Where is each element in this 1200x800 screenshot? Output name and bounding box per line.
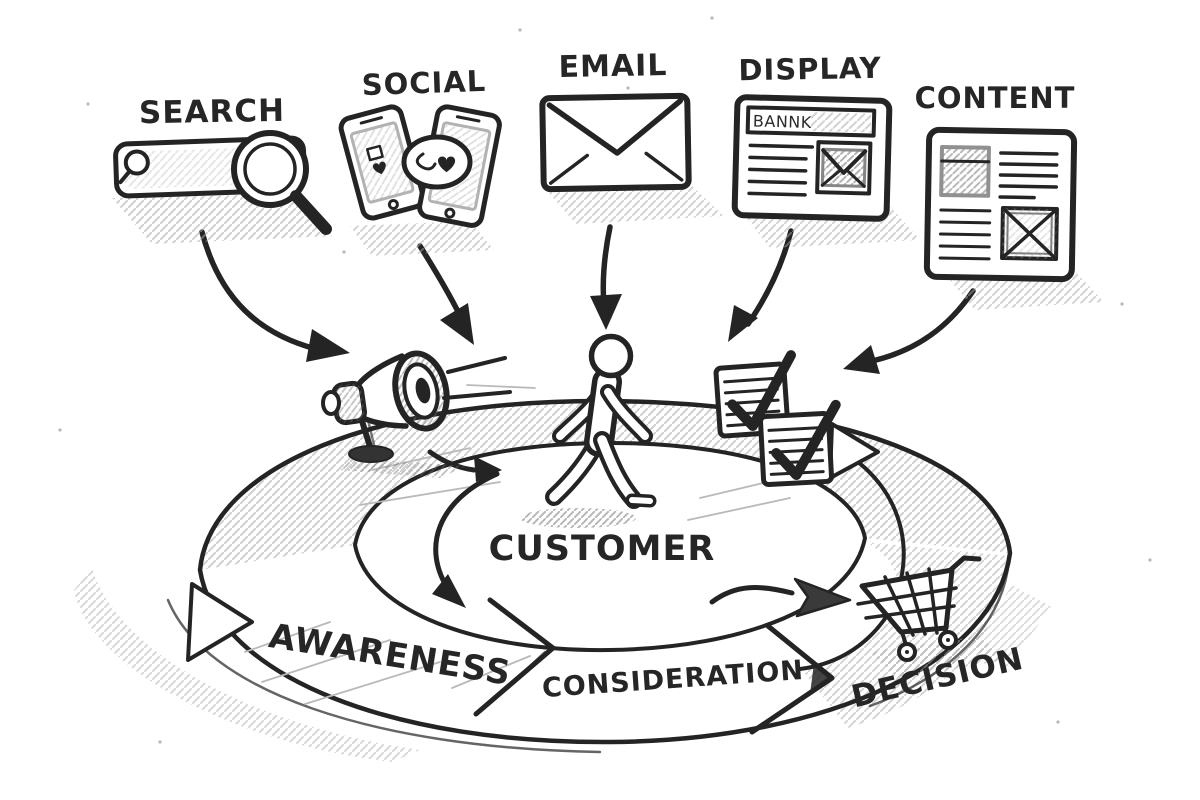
megaphone-forward-arrowhead [474, 456, 502, 482]
channel-label-display: DISPLAY [738, 51, 882, 87]
awareness-curve-arrow [433, 471, 500, 595]
consideration-tip-shade [810, 663, 832, 694]
checkmark-2 [771, 399, 841, 481]
megaphone-forward-arrow [427, 449, 477, 473]
content-channel [923, 126, 1104, 310]
small-magnifier-icon [123, 149, 150, 176]
email-arrowhead [590, 294, 622, 330]
paper-speckles [58, 16, 1152, 744]
inner-flow-arrows [427, 449, 852, 618]
social-channel [338, 104, 502, 256]
article-text-lines-right [998, 151, 1059, 200]
customer-label: CUSTOMER [489, 529, 716, 569]
search-channel [112, 130, 332, 244]
envelope-icon [539, 92, 692, 193]
sound-lines [442, 356, 536, 400]
article-page-icon [923, 126, 1078, 283]
megaphone-knob [321, 390, 341, 416]
inner-ellipse [353, 441, 867, 653]
cart-shadow [870, 636, 1006, 678]
display-channel: BANNK [731, 94, 920, 248]
decision-arrow [709, 585, 795, 605]
ground-shadow-left [74, 568, 420, 762]
email-shadow [548, 186, 724, 224]
search-arrow [199, 229, 319, 352]
person-head [588, 333, 634, 379]
megaphone-icon [321, 350, 536, 478]
checklist-icon [713, 350, 841, 487]
content-arrow [873, 288, 976, 363]
chat-bubble-icon [401, 134, 473, 190]
megaphone-mouth [415, 377, 431, 404]
bubble-heart-icon [438, 156, 456, 173]
social-shadow [350, 221, 494, 256]
checkbox-2 [758, 399, 841, 487]
magnifier-lens [243, 142, 297, 196]
cart-grid [856, 567, 958, 637]
banner-shading [810, 111, 872, 133]
channel-label-social: SOCIAL [361, 64, 487, 102]
email-channel [539, 92, 724, 224]
envelope-flap [546, 98, 684, 156]
social-arrowhead [440, 303, 474, 345]
article-image-block [939, 144, 991, 198]
band-start-notch [186, 582, 254, 662]
megaphone-base [348, 445, 394, 463]
article-text-lines-left [938, 208, 992, 261]
banner-page-icon: BANNK [731, 94, 893, 222]
megaphone-base-shadow [340, 458, 466, 478]
email-arrow [600, 224, 613, 309]
like-heart-icon [372, 161, 386, 175]
ad-envelope-flap [821, 148, 868, 175]
channel-arrows [199, 224, 976, 374]
bubble-scribble [415, 152, 437, 171]
awareness-curve-arrowhead [432, 574, 466, 608]
display-arrowhead [728, 305, 758, 342]
decision-arrowhead [793, 577, 852, 618]
channel-label-content: CONTENT [915, 81, 1076, 115]
crossed-image-x [1000, 206, 1059, 261]
small-magnifier-handle [118, 169, 132, 185]
person-shadow [520, 508, 636, 528]
display-text-lines [747, 143, 815, 197]
banner-text: BANNK [753, 111, 812, 132]
awareness-tip-shade [490, 650, 547, 704]
shopping-cart-icon [856, 555, 1006, 678]
magnifier-handle [290, 190, 332, 235]
channel-label-email: EMAIL [558, 48, 667, 85]
checkmark-1 [727, 350, 796, 432]
content-arrowhead [843, 345, 880, 374]
search-arrowhead [306, 329, 350, 362]
phone-left-icon [338, 104, 426, 221]
walking-person-icon [520, 333, 657, 528]
channel-label-search: SEARCH [139, 93, 286, 132]
